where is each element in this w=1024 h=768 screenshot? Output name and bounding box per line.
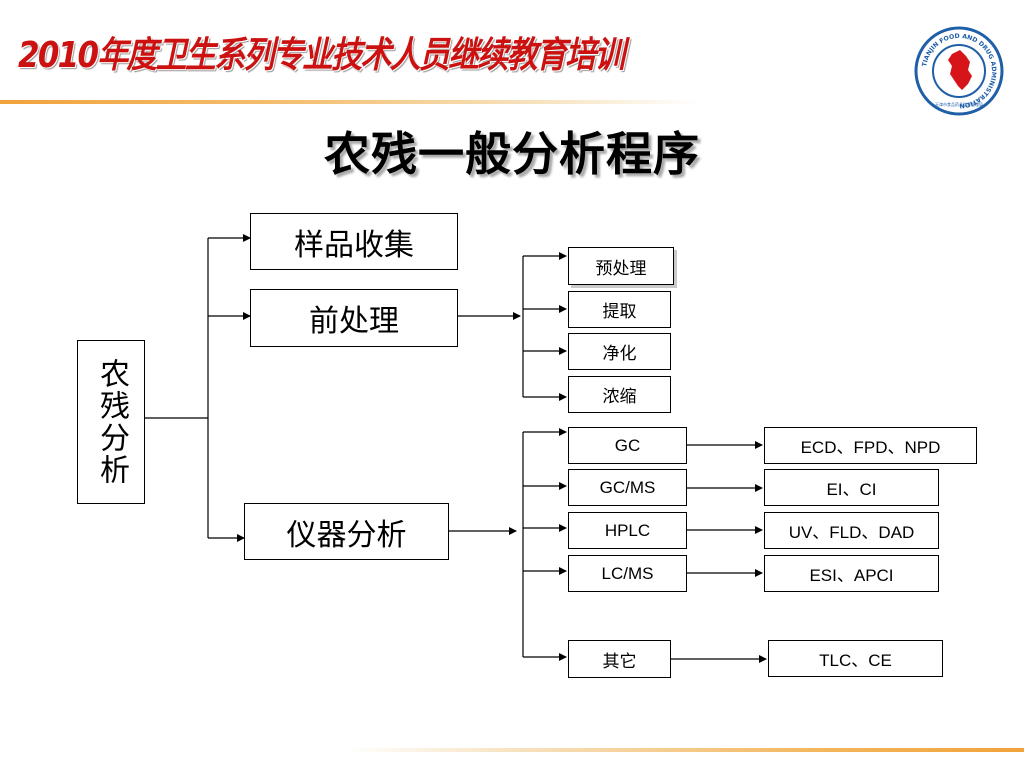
node-instrument-gcms: GC/MS	[568, 469, 687, 506]
node-detector-other: TLC、CE	[768, 640, 943, 677]
node-detector-gcms: EI、CI	[764, 469, 939, 506]
node-cleanup: 净化	[568, 333, 671, 370]
node-instrument-lcms: LC/MS	[568, 555, 687, 592]
node-extraction: 提取	[568, 291, 671, 328]
fda-seal-logo: TIANJIN FOOD AND DRUG ADMINISTRATION 天津市…	[914, 26, 1004, 116]
header-rule	[0, 100, 700, 104]
node-pretreatment: 前处理	[250, 289, 458, 347]
node-instrument-analysis: 仪器分析	[244, 503, 449, 560]
node-instrument-other: 其它	[568, 640, 671, 678]
root-node: 农残分析	[77, 340, 145, 504]
node-detector-hplc: UV、FLD、DAD	[764, 512, 939, 549]
node-detector-gc: ECD、FPD、NPD	[764, 427, 977, 464]
page-title: 农残一般分析程序	[324, 127, 700, 181]
svg-text:天津市食品药品监督管理局: 天津市食品药品监督管理局	[935, 101, 983, 107]
node-instrument-gc: GC	[568, 427, 687, 464]
footer-rule	[345, 748, 1024, 752]
node-sample-collection: 样品收集	[250, 213, 458, 270]
node-preprocess: 预处理	[568, 247, 674, 285]
node-concentration: 浓缩	[568, 376, 671, 413]
node-detector-lcms: ESI、APCI	[764, 555, 939, 592]
node-instrument-hplc: HPLC	[568, 512, 687, 549]
training-banner: 2010年度卫生系列专业技术人员继续教育培训	[18, 35, 625, 76]
